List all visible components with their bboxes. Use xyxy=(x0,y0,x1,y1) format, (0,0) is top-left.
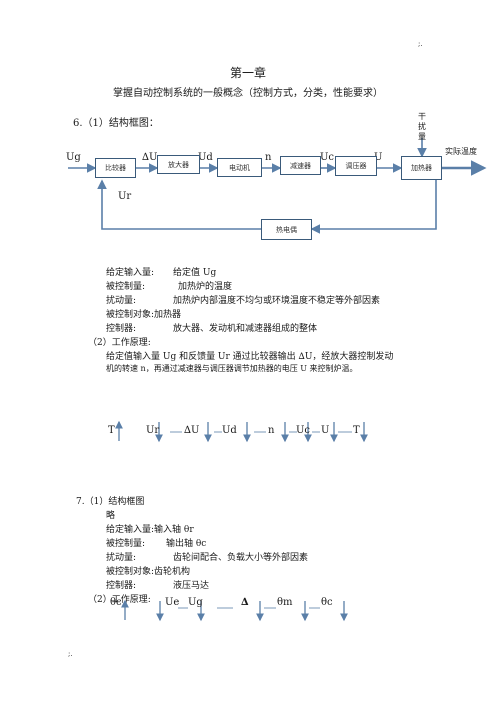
q7-def-3: 被控制对象:齿轮机构 xyxy=(106,564,190,577)
def-label: 被控制量: xyxy=(106,282,146,292)
def-label: 扰动量: xyxy=(106,296,137,306)
corner-mark-bottom: ;. xyxy=(68,650,73,658)
def-value: 输出轴 θc xyxy=(166,539,207,549)
q6-def-1: 被控制量: 加热炉的温度 xyxy=(106,279,232,292)
feedback-line-right xyxy=(310,180,437,234)
block-heater: 加热器 xyxy=(401,156,442,180)
q6-def-0: 给定输入量: 给定值 Ug xyxy=(106,265,216,278)
chapter-title: 第一章 xyxy=(229,66,266,80)
chapter-subtitle: 掌握自动控制系统的一般概念（控制方式，分类，性能要求） xyxy=(113,88,383,99)
block-motor-label: 电动机 xyxy=(229,163,250,172)
block-thermocouple-label: 热电偶 xyxy=(276,225,297,234)
chain7-item-1: Ue xyxy=(165,597,180,608)
chain-item-4: n xyxy=(268,425,275,436)
block-thermocouple: 热电偶 xyxy=(261,219,312,240)
signal-n: n xyxy=(265,152,272,163)
signal-du: ∆U xyxy=(142,152,158,163)
q7-def-4: 控制器: 液压马达 xyxy=(106,578,209,591)
chain7-item-3: ∆ xyxy=(241,597,249,608)
disturbance-label: 干扰量 xyxy=(418,112,426,141)
chain7-item-2: Ug xyxy=(188,597,203,608)
q6-def-2: 扰动量: 加热炉内部温度不均匀或环境温度不稳定等外部因素 xyxy=(106,293,380,306)
q7-omitted: 略 xyxy=(106,511,116,521)
def-label: 被控制对象: xyxy=(106,310,155,320)
def-value: 给定值 Ug xyxy=(173,268,217,278)
chain-item-6: U xyxy=(321,425,330,436)
signal-uc: Uc xyxy=(320,152,335,163)
q6-principle-line2: 机的转速 n，再通过减速器与调压器调节加热器的电压 U 来控制炉温。 xyxy=(106,364,358,373)
def-value: 输入轴 θr xyxy=(154,525,194,535)
q6-principle-line1: 给定值输入量 Ug 和反馈量 Ur 通过比较器输出 ∆U，经放大器控制发动 xyxy=(106,352,394,362)
block-reducer: 减速器 xyxy=(280,156,321,175)
q7-def-1: 被控制量: 输出轴 θc xyxy=(106,536,206,549)
q6-def-3: 被控制对象:加热器 xyxy=(106,307,181,320)
q7-def-0: 给定输入量:输入轴 θr xyxy=(106,522,194,535)
chain-item-1: Ur xyxy=(146,425,160,436)
def-value: 加热炉内部温度不均匀或环境温度不稳定等外部因素 xyxy=(173,296,381,306)
signal-ud: Ud xyxy=(198,152,213,163)
def-value: 液压马达 xyxy=(173,581,210,591)
chain7-item-0: θc xyxy=(110,597,122,608)
signal-ur: Ur xyxy=(118,191,132,202)
def-label: 被控制对象: xyxy=(106,567,155,577)
def-value: 齿轮机构 xyxy=(154,567,191,577)
chain7-item-5: θc xyxy=(321,597,333,608)
feedback-line-left xyxy=(97,179,261,230)
q6-heading: 6.（1）结构框图： xyxy=(73,118,159,129)
block-comparator: 比较器 xyxy=(95,158,136,178)
def-label: 扰动量: xyxy=(106,553,137,563)
block-comparator-label: 比较器 xyxy=(105,164,126,172)
q7-def-2: 扰动量: 齿轮间配合、负载大小等外部因素 xyxy=(106,550,308,563)
def-value: 加热器 xyxy=(154,310,182,320)
chain-item-0: T xyxy=(108,425,115,436)
block-motor: 电动机 xyxy=(217,158,262,177)
q6-principle-heading: （2）工作原理: xyxy=(88,338,151,348)
block-amplifier-label: 放大器 xyxy=(168,160,189,169)
output-label: 实际温度 xyxy=(445,147,477,156)
chain-item-3: Ud xyxy=(222,425,237,436)
q7-heading: 7.（1）结构框图 xyxy=(76,497,145,507)
def-label: 控制器: xyxy=(106,581,137,591)
chain-item-2: ∆U xyxy=(184,425,200,436)
def-label: 给定输入量: xyxy=(106,525,155,535)
def-label: 控制器: xyxy=(106,324,137,334)
chain-item-7: T xyxy=(353,425,360,436)
def-value: 加热炉的温度 xyxy=(178,282,233,292)
chain-item-5: Uc xyxy=(296,425,311,436)
block-regulator: 调压器 xyxy=(335,156,377,176)
signal-ug: Ug xyxy=(66,152,81,163)
chain7-item-4: θm xyxy=(277,597,293,608)
def-label: 被控制量: xyxy=(106,539,146,549)
q7-principle-heading: （2）工作原理: xyxy=(88,595,151,605)
corner-mark-top: ;. xyxy=(418,40,423,48)
block-regulator-label: 调压器 xyxy=(345,162,367,170)
block-heater-label: 加热器 xyxy=(411,164,432,172)
q6-def-4: 控制器: 放大器、发动机和减速器组成的整体 xyxy=(106,321,317,334)
def-value: 放大器、发动机和减速器组成的整体 xyxy=(173,324,318,334)
signal-u: U xyxy=(374,152,383,163)
def-label: 给定输入量: xyxy=(106,268,155,278)
block-amplifier: 放大器 xyxy=(157,155,200,174)
block-reducer-label: 减速器 xyxy=(290,161,311,170)
def-value: 齿轮间配合、负载大小等外部因素 xyxy=(173,553,309,563)
